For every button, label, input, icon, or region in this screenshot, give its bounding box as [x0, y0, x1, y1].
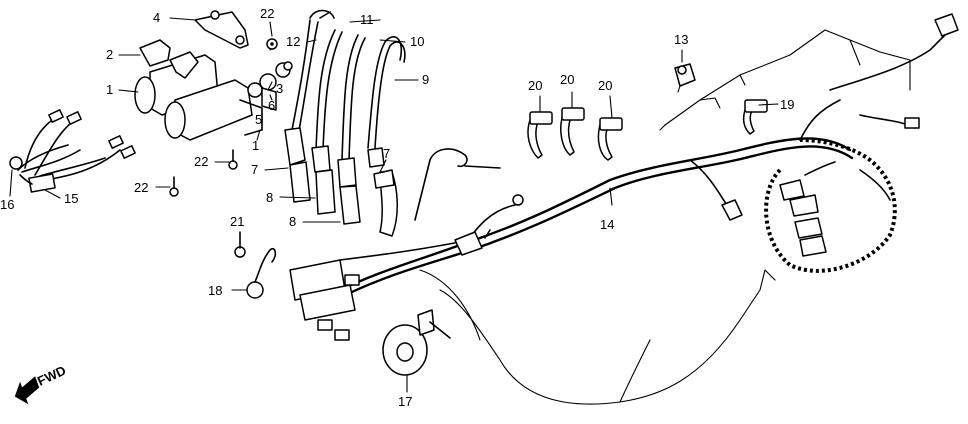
- frame-outline-drawing: [419, 29, 911, 405]
- callout-20-c: 20: [598, 78, 612, 93]
- callout-1-top: 1: [106, 82, 113, 97]
- horn-drawing: [382, 309, 451, 376]
- callout-22-mid: 22: [194, 154, 208, 169]
- callout-10: 10: [410, 34, 424, 49]
- callout-20-a: 20: [528, 78, 542, 93]
- callout-5: 5: [255, 112, 262, 127]
- callout-7-right: 7: [383, 146, 390, 161]
- callout-4: 4: [153, 10, 160, 25]
- fwd-arrow: FWD: [14, 363, 68, 405]
- callout-18: 18: [208, 283, 222, 298]
- leader-lines: [118, 17, 779, 393]
- callout-3: 3: [276, 81, 283, 96]
- sub-harness-drawing: [9, 109, 136, 199]
- callout-6: 6: [268, 98, 275, 113]
- callout-14: 14: [600, 217, 614, 232]
- callout-15: 15: [64, 191, 78, 206]
- fwd-label: FWD: [35, 363, 68, 389]
- wire-harness-drawing: [289, 13, 959, 341]
- callout-20-b: 20: [560, 72, 574, 87]
- spark-plug-leads-drawing: [284, 9, 501, 237]
- ground-and-bolts-drawing: [169, 42, 277, 299]
- callout-9: 9: [422, 72, 429, 87]
- callout-8-upper: 8: [266, 190, 273, 205]
- ignition-coil-drawing: [134, 10, 293, 141]
- callout-16: 16: [0, 197, 14, 212]
- callout-21: 21: [230, 214, 244, 229]
- callout-8-lower: 8: [289, 214, 296, 229]
- callout-22-low: 22: [134, 180, 148, 195]
- callout-7-left: 7: [251, 162, 258, 177]
- callout-1-bottom: 1: [252, 138, 259, 153]
- callout-12: 12: [286, 34, 300, 49]
- callout-13: 13: [674, 32, 688, 47]
- callout-22-top: 22: [260, 6, 274, 21]
- callout-19: 19: [780, 97, 794, 112]
- callout-2: 2: [106, 47, 113, 62]
- callout-17: 17: [398, 394, 412, 409]
- callout-labels: 4 22 12 11 10 9 2 1 3 6 5 1 22 22 7 7 8 …: [0, 6, 794, 409]
- callout-11: 11: [360, 12, 374, 27]
- clamps-drawing: [527, 63, 768, 161]
